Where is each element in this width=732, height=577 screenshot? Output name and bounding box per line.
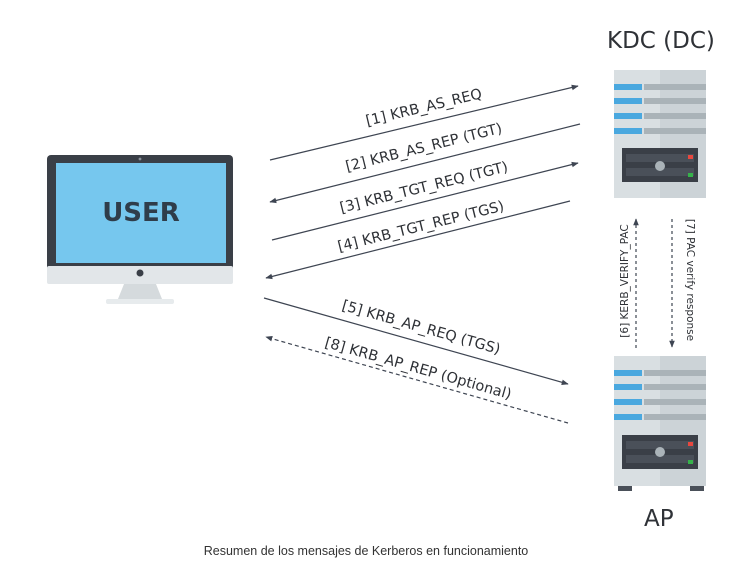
message-label-6: [6] KERB_VERIFY_PAC: [619, 224, 631, 338]
arrow-m4: [265, 200, 571, 280]
arrow-m3: [271, 161, 579, 241]
user-label: USER: [102, 198, 180, 228]
kdc-label: KDC (DC): [607, 28, 715, 54]
arrow-m8: [265, 336, 569, 424]
arrow-m2: [269, 123, 581, 204]
server-icon: [614, 70, 706, 198]
figure-caption: Resumen de los mensajes de Kerberos en f…: [203, 544, 529, 558]
arrow-m1: [269, 84, 579, 161]
arrow-m5: [263, 297, 569, 385]
message-label-7: [7] PAC verify response: [684, 218, 696, 342]
server-icon: [614, 356, 706, 491]
ap-label: AP: [644, 506, 674, 532]
monitor-icon: [47, 155, 233, 304]
